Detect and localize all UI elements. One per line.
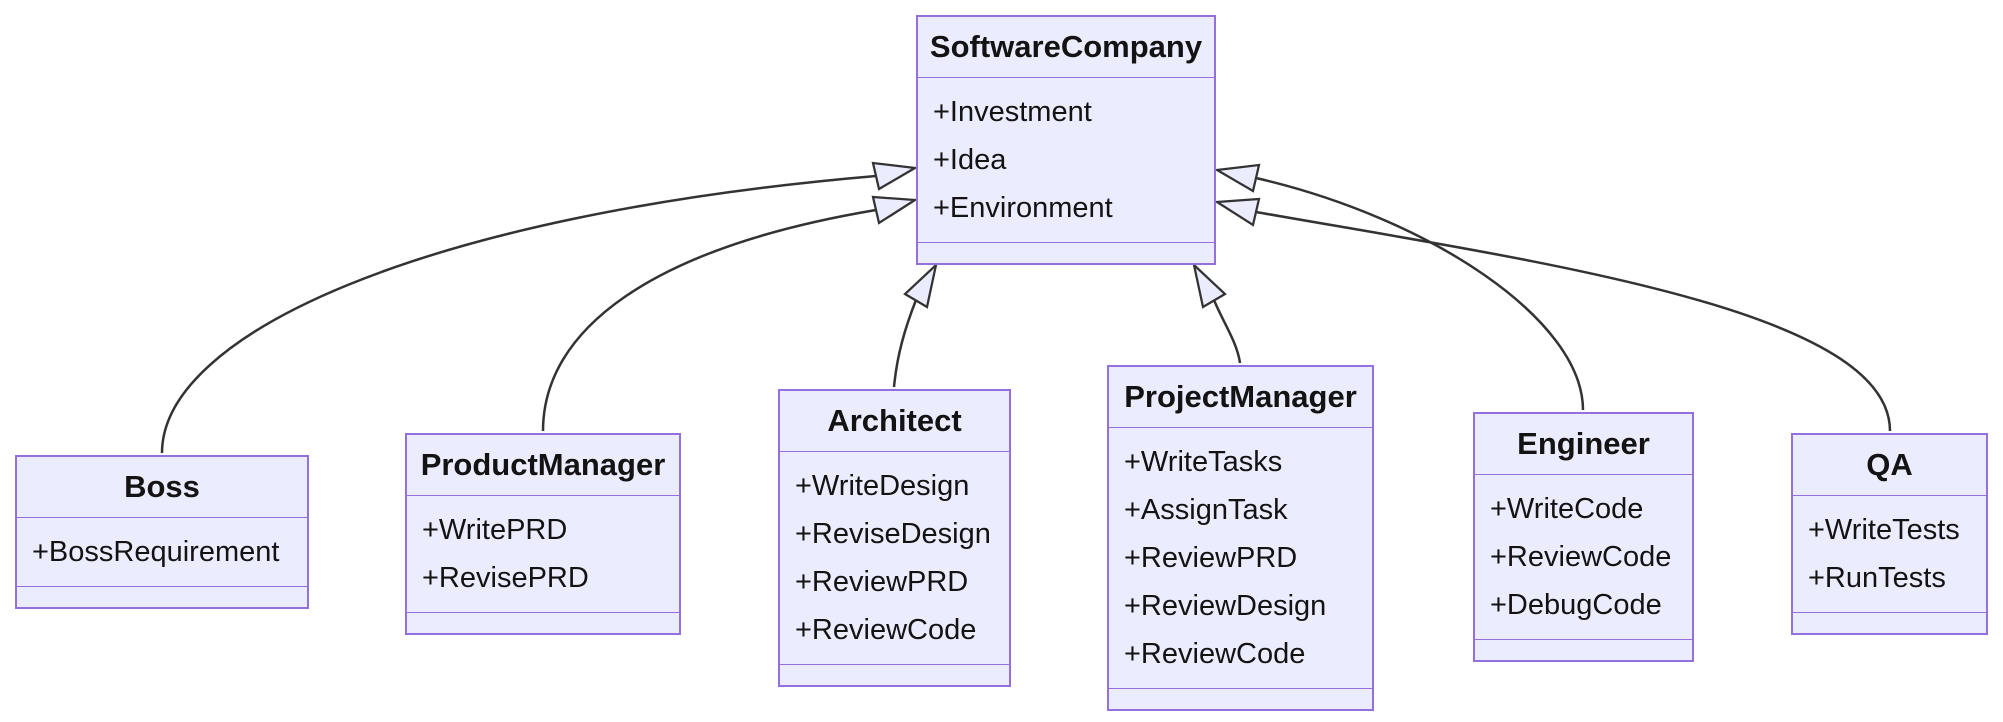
inheritance-arrowhead: [871, 195, 919, 225]
class-member: +Investment: [933, 96, 1092, 128]
class-boss: Boss +BossRequirement: [15, 455, 309, 609]
class-architect: Architect +WriteDesign +ReviseDesign +Re…: [778, 389, 1011, 687]
class-qa: QA +WriteTests +RunTests: [1791, 433, 1988, 635]
class-member: +ReviewCode: [1124, 638, 1306, 670]
class-methods-section-empty: [1793, 612, 1986, 633]
class-title: ProjectManager: [1109, 367, 1372, 428]
edge-architect-to-softwarecompany: [892, 261, 938, 388]
class-productmanager: ProductManager +WritePRD +RevisePRD: [405, 433, 681, 635]
class-member: +WritePRD: [422, 514, 568, 546]
edge-line: [1212, 299, 1242, 364]
class-member: +Idea: [933, 144, 1007, 176]
class-member: +WriteTests: [1808, 514, 1960, 546]
class-member: +WriteDesign: [795, 470, 970, 502]
class-title: QA: [1793, 435, 1986, 496]
edge-line: [1255, 210, 1892, 432]
class-member: +ReviewCode: [795, 614, 977, 646]
class-title: Boss: [17, 457, 307, 518]
class-members: +WriteDesign +ReviseDesign +ReviewPRD +R…: [780, 452, 1009, 664]
class-title: SoftwareCompany: [918, 17, 1214, 78]
inheritance-arrowhead: [1192, 261, 1227, 309]
class-member: +ReviewPRD: [795, 566, 969, 598]
inheritance-arrowhead: [1213, 163, 1261, 193]
class-member: +ReviseDesign: [795, 518, 991, 550]
class-members: +Investment +Idea +Environment: [918, 78, 1214, 242]
edge-qa-to-softwarecompany: [1213, 197, 1892, 432]
class-members: +BossRequirement: [17, 518, 307, 586]
class-member: +BossRequirement: [32, 536, 280, 568]
inheritance-arrowhead: [1213, 197, 1261, 227]
class-member: +WriteCode: [1490, 493, 1644, 525]
class-member: +WriteTasks: [1124, 446, 1283, 478]
class-member: +ReviewCode: [1490, 541, 1672, 573]
class-softwarecompany: SoftwareCompany +Investment +Idea +Envir…: [916, 15, 1216, 265]
edge-line: [541, 208, 877, 432]
class-title: Architect: [780, 391, 1009, 452]
class-title: Engineer: [1475, 414, 1692, 475]
edge-line: [160, 174, 877, 454]
edge-engineer-to-softwarecompany: [1213, 163, 1585, 411]
inheritance-arrowhead: [903, 261, 938, 309]
class-methods-section-empty: [918, 242, 1214, 263]
class-member: +Environment: [933, 192, 1113, 224]
inheritance-arrowhead: [871, 161, 919, 191]
class-engineer: Engineer +WriteCode +ReviewCode +DebugCo…: [1473, 412, 1694, 662]
class-member: +RevisePRD: [422, 562, 589, 594]
edge-productmanager-to-softwarecompany: [541, 195, 919, 432]
edge-boss-to-softwarecompany: [160, 161, 919, 454]
class-member: +ReviewPRD: [1124, 542, 1298, 574]
class-methods-section-empty: [780, 664, 1009, 685]
edge-projectmanager-to-softwarecompany: [1192, 261, 1242, 364]
class-member: +DebugCode: [1490, 589, 1662, 621]
class-members: +WriteTests +RunTests: [1793, 496, 1986, 612]
class-member: +RunTests: [1808, 562, 1946, 594]
class-methods-section-empty: [407, 612, 679, 633]
class-methods-section-empty: [1475, 639, 1692, 660]
class-methods-section-empty: [1109, 688, 1372, 709]
class-members: +WritePRD +RevisePRD: [407, 496, 679, 612]
class-methods-section-empty: [17, 586, 307, 607]
class-members: +WriteCode +ReviewCode +DebugCode: [1475, 475, 1692, 639]
class-members: +WriteTasks +AssignTask +ReviewPRD +Revi…: [1109, 428, 1372, 688]
edge-line: [1255, 176, 1585, 411]
edge-line: [892, 299, 918, 388]
class-member: +ReviewDesign: [1124, 590, 1327, 622]
class-projectmanager: ProjectManager +WriteTasks +AssignTask +…: [1107, 365, 1374, 711]
class-member: +AssignTask: [1124, 494, 1288, 526]
class-title: ProductManager: [407, 435, 679, 496]
